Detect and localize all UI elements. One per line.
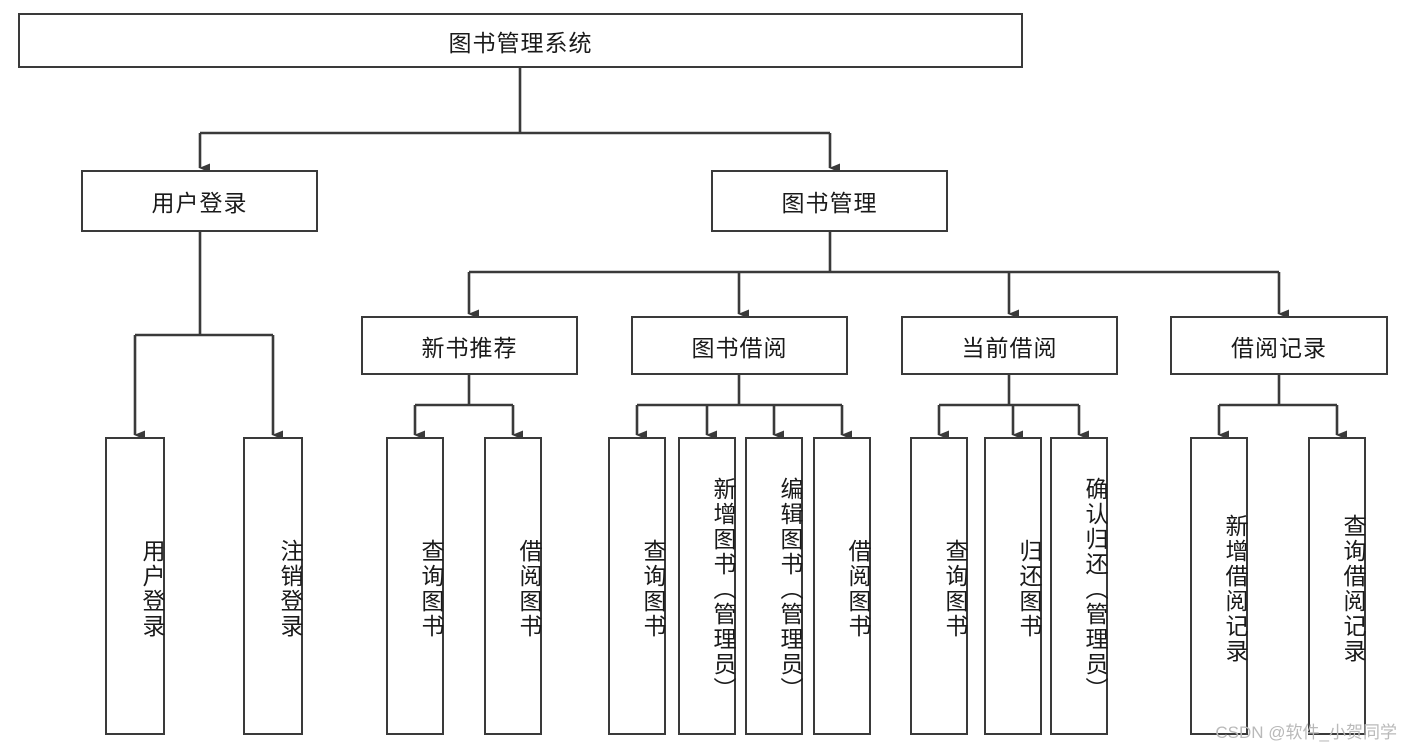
node-leaf-9-label: 归还图书 bbox=[1016, 539, 1042, 639]
node-level3-3-label: 借阅记录 bbox=[1231, 334, 1327, 361]
node-leaf-11-label: 新增借阅记录 bbox=[1222, 514, 1248, 664]
node-level3-2[interactable]: 当前借阅 bbox=[901, 316, 1118, 375]
node-leaf-10[interactable]: 确认归还（管理员） bbox=[1050, 437, 1108, 735]
node-level3-1[interactable]: 图书借阅 bbox=[631, 316, 848, 375]
node-leaf-2[interactable]: 查询图书 bbox=[386, 437, 444, 735]
node-leaf-5-label: 新增图书（管理员） bbox=[710, 476, 736, 702]
node-leaf-12-label: 查询借阅记录 bbox=[1340, 514, 1366, 664]
node-level3-1-label: 图书借阅 bbox=[691, 334, 788, 361]
watermark: CSDN @软件_小贺同学 bbox=[1215, 723, 1397, 742]
node-leaf-6-label: 编辑图书（管理员） bbox=[777, 476, 803, 702]
node-level2-1-label: 图书管理 bbox=[781, 190, 878, 216]
node-leaf-9[interactable]: 归还图书 bbox=[984, 437, 1042, 735]
node-leaf-5[interactable]: 新增图书（管理员） bbox=[678, 437, 736, 735]
node-leaf-1-label: 注销登录 bbox=[277, 539, 303, 639]
node-leaf-2-label: 查询图书 bbox=[418, 539, 444, 639]
node-level2-0-label: 用户登录 bbox=[151, 190, 248, 216]
node-root[interactable]: 图书管理系统 bbox=[18, 13, 1023, 68]
node-root-label: 图书管理系统 bbox=[448, 29, 593, 56]
node-level2-1[interactable]: 图书管理 bbox=[711, 170, 948, 232]
node-leaf-0[interactable]: 用户登录 bbox=[105, 437, 165, 735]
node-leaf-3[interactable]: 借阅图书 bbox=[484, 437, 542, 735]
node-leaf-7[interactable]: 借阅图书 bbox=[813, 437, 871, 735]
node-leaf-0-label: 用户登录 bbox=[139, 539, 165, 639]
node-level2-0[interactable]: 用户登录 bbox=[81, 170, 318, 232]
node-leaf-4[interactable]: 查询图书 bbox=[608, 437, 666, 735]
node-leaf-4-label: 查询图书 bbox=[640, 539, 666, 639]
node-leaf-3-label: 借阅图书 bbox=[516, 539, 542, 639]
node-level3-3[interactable]: 借阅记录 bbox=[1170, 316, 1388, 375]
node-leaf-11[interactable]: 新增借阅记录 bbox=[1190, 437, 1248, 735]
node-level3-0-label: 新书推荐 bbox=[421, 334, 518, 361]
node-leaf-7-label: 借阅图书 bbox=[845, 539, 871, 639]
node-level3-2-label: 当前借阅 bbox=[961, 334, 1058, 361]
node-leaf-8[interactable]: 查询图书 bbox=[910, 437, 968, 735]
node-leaf-6[interactable]: 编辑图书（管理员） bbox=[745, 437, 803, 735]
node-leaf-10-label: 确认归还（管理员） bbox=[1082, 476, 1108, 702]
node-leaf-12[interactable]: 查询借阅记录 bbox=[1308, 437, 1366, 735]
node-leaf-8-label: 查询图书 bbox=[942, 539, 968, 639]
node-leaf-1[interactable]: 注销登录 bbox=[243, 437, 303, 735]
node-level3-0[interactable]: 新书推荐 bbox=[361, 316, 578, 375]
